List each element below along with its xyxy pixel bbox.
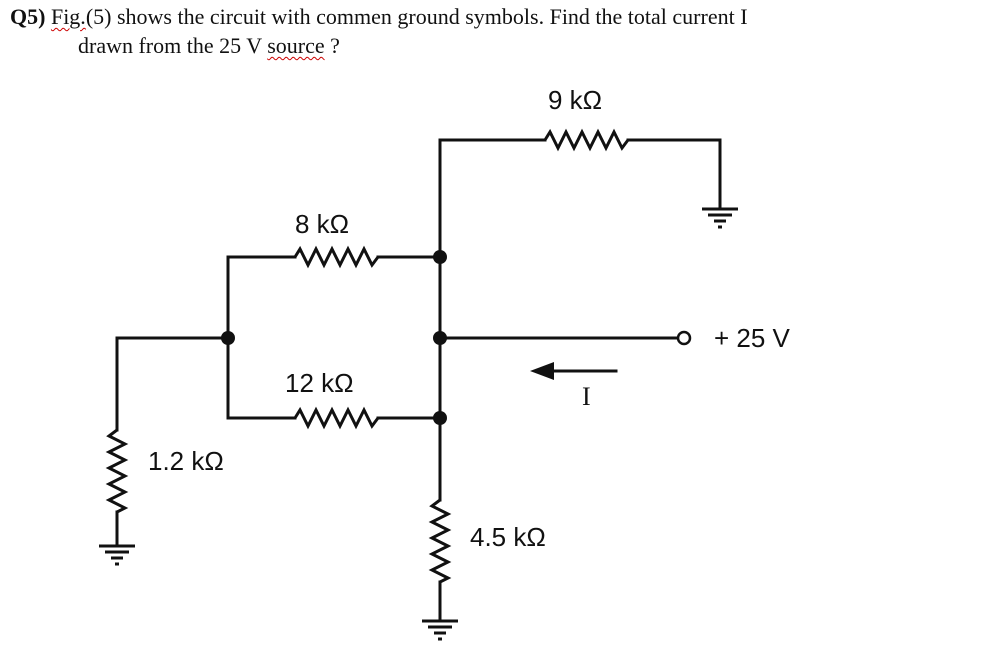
source-terminal [676,330,692,346]
node-left [221,331,235,345]
question-text-part2-post: ? [324,33,340,58]
resistor-9k [543,128,630,152]
question-text-part1: (5) shows the circuit with commen ground… [85,4,748,29]
fig-ref: Fig. [50,4,86,29]
resistor-12k [293,406,380,430]
resistor-1-2k [105,428,129,514]
question-line-2: drawn from the 25 V source ? [10,31,985,60]
label-4-5k: 4.5 kΩ [470,522,546,552]
label-8k: 8 kΩ [295,209,349,239]
question-number: Q5) [10,4,46,29]
label-1-2k: 1.2 kΩ [148,446,224,476]
node-12k-bus [433,411,447,425]
label-12k: 12 kΩ [285,368,354,398]
label-current: I [582,382,591,411]
ground-symbol-9k [702,207,738,229]
resistor-4-5k [428,498,452,584]
ground-symbol-1-2k [99,544,135,566]
resistor-8k [293,245,380,269]
current-arrow-head [530,362,554,380]
node-8k-bus [433,250,447,264]
label-9k: 9 kΩ [548,85,602,115]
label-source: + 25 V [714,323,791,353]
question-text-part2-pre: drawn from the 25 V [78,33,268,58]
question-line-1: Q5) Fig.(5) shows the circuit with comme… [10,2,985,31]
node-source-bus [433,331,447,345]
question-text: Q5) Fig.(5) shows the circuit with comme… [10,2,985,60]
ground-symbol-4-5k [422,619,458,641]
source-word: source [267,33,325,58]
